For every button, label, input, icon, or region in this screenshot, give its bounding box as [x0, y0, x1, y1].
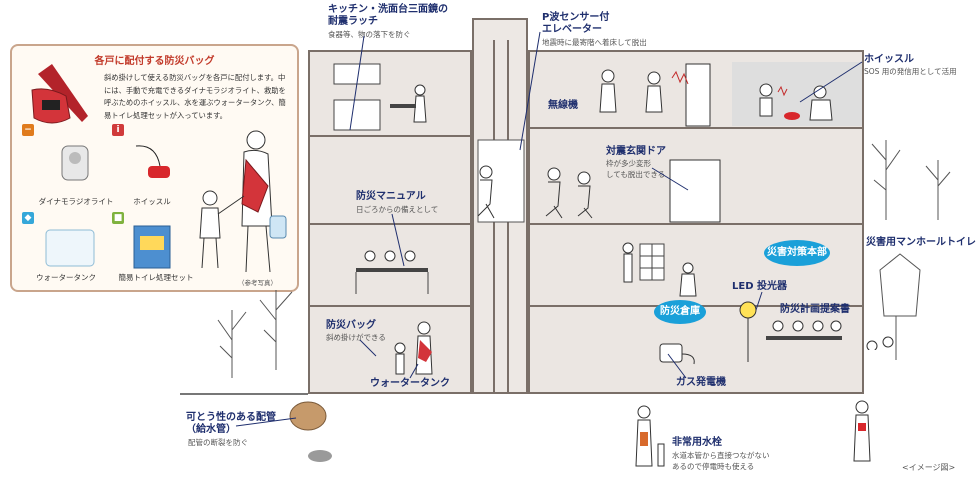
bag-title: 防災バッグ: [326, 320, 376, 331]
kitchen-illustration: [333, 63, 427, 131]
whistle-subtitle: SOS 用の発信用として活用: [864, 67, 957, 76]
storage-tag: 防災倉庫: [654, 300, 706, 324]
hydrant-person-illustration: [635, 405, 665, 467]
sos-scene-illustration: [759, 83, 833, 121]
pipe-title-line2: （給水管）: [186, 424, 236, 435]
dynamo-radio-light-image: [61, 145, 89, 181]
floor-lines: [308, 40, 864, 394]
hydrant-subtitle-line1: 水道本管から直接つながない: [672, 451, 770, 460]
panel-title: 各戸に配付する防災バッグ: [94, 56, 215, 67]
item-label: ダイナモラジオライト: [38, 197, 114, 206]
elevator-title-line1: P波センサー付: [542, 12, 610, 23]
pipe-subtitle: 配管の断裂を防ぐ: [188, 438, 248, 447]
door-title: 対震玄関ドア: [606, 146, 666, 157]
manual-title: 防災マニュアル: [356, 191, 426, 202]
generator-title: ガス発電機: [676, 377, 726, 388]
family-table-illustration: [355, 250, 429, 294]
plan-title: 防災計画提案書: [780, 304, 850, 315]
image-note: <イメージ図>: [902, 463, 956, 472]
led-title: LED 投光器: [732, 281, 787, 292]
hq-tag: 災害対策本部: [764, 240, 830, 266]
badge-icon: ■: [112, 212, 124, 224]
item-label: ホイッスル: [133, 197, 171, 206]
bag-mother-illustration: [394, 321, 433, 375]
door-subtitle-line2: しても脱出できる: [606, 170, 666, 179]
disaster-bag-panel: 各戸に配付する防災バッグ 斜め掛けして使える防災バッグを各戸に配付します。中には…: [10, 44, 299, 292]
elevator-title-line2: エレベーター: [542, 24, 602, 35]
person-whistle-illustration: [853, 400, 871, 462]
badge-icon: i: [112, 124, 124, 136]
whistle-image: [135, 145, 170, 178]
toilet-title: 災害用マンホールトイレ: [866, 237, 976, 248]
hydrant-title: 非常用水栓: [672, 437, 722, 448]
toilet-kit-image: [133, 225, 171, 269]
gas-generator-illustration: [659, 343, 695, 365]
manual-subtitle: 日ごろからの備えとして: [356, 205, 439, 214]
radio-scene-illustration: [599, 63, 711, 127]
panel-description: 斜め掛けして使える防災バッグを各戸に配付します。中には、手動で充電できるダイナモ…: [104, 73, 286, 120]
radio-title: 無線機: [548, 100, 578, 111]
escape-people-illustration: [477, 165, 593, 219]
mother-child-illustration: [199, 130, 287, 273]
tank-title: ウォータータンク: [370, 378, 450, 389]
pipe-title-line1: 可とう性のある配管: [186, 412, 276, 423]
hydrant-subtitle-line2: あるので停電時も使える: [672, 462, 755, 471]
latch-title-line1: キッチン・洗面台三面鏡の: [328, 4, 448, 15]
bag-subtitle: 斜め掛けができる: [326, 333, 386, 342]
door-subtitle-line1: 枠が多少変形: [606, 159, 651, 168]
latch-title-line2: 耐震ラッチ: [328, 16, 378, 27]
water-tank-image: [45, 229, 95, 267]
badge-icon: −: [22, 124, 34, 136]
badge-icon: ◆: [22, 212, 34, 224]
elevator-subtitle: 地震時に最寄階へ着床して脱出: [542, 38, 647, 47]
item-label: ウォータータンク: [36, 273, 96, 282]
whistle-title: ホイッスル: [864, 54, 914, 65]
latch-subtitle: 食器等、物の落下を防ぐ: [328, 30, 411, 39]
ground-and-trees: [180, 270, 897, 462]
hq-meeting-illustration: [739, 301, 842, 362]
storage-shelves-illustration: [622, 242, 697, 297]
disaster-bag-image: [31, 64, 88, 124]
item-label: 簡易トイレ処理セット: [118, 273, 194, 282]
reference-note: （参考写真）: [238, 279, 277, 287]
right-side-people-trees: [866, 140, 951, 350]
